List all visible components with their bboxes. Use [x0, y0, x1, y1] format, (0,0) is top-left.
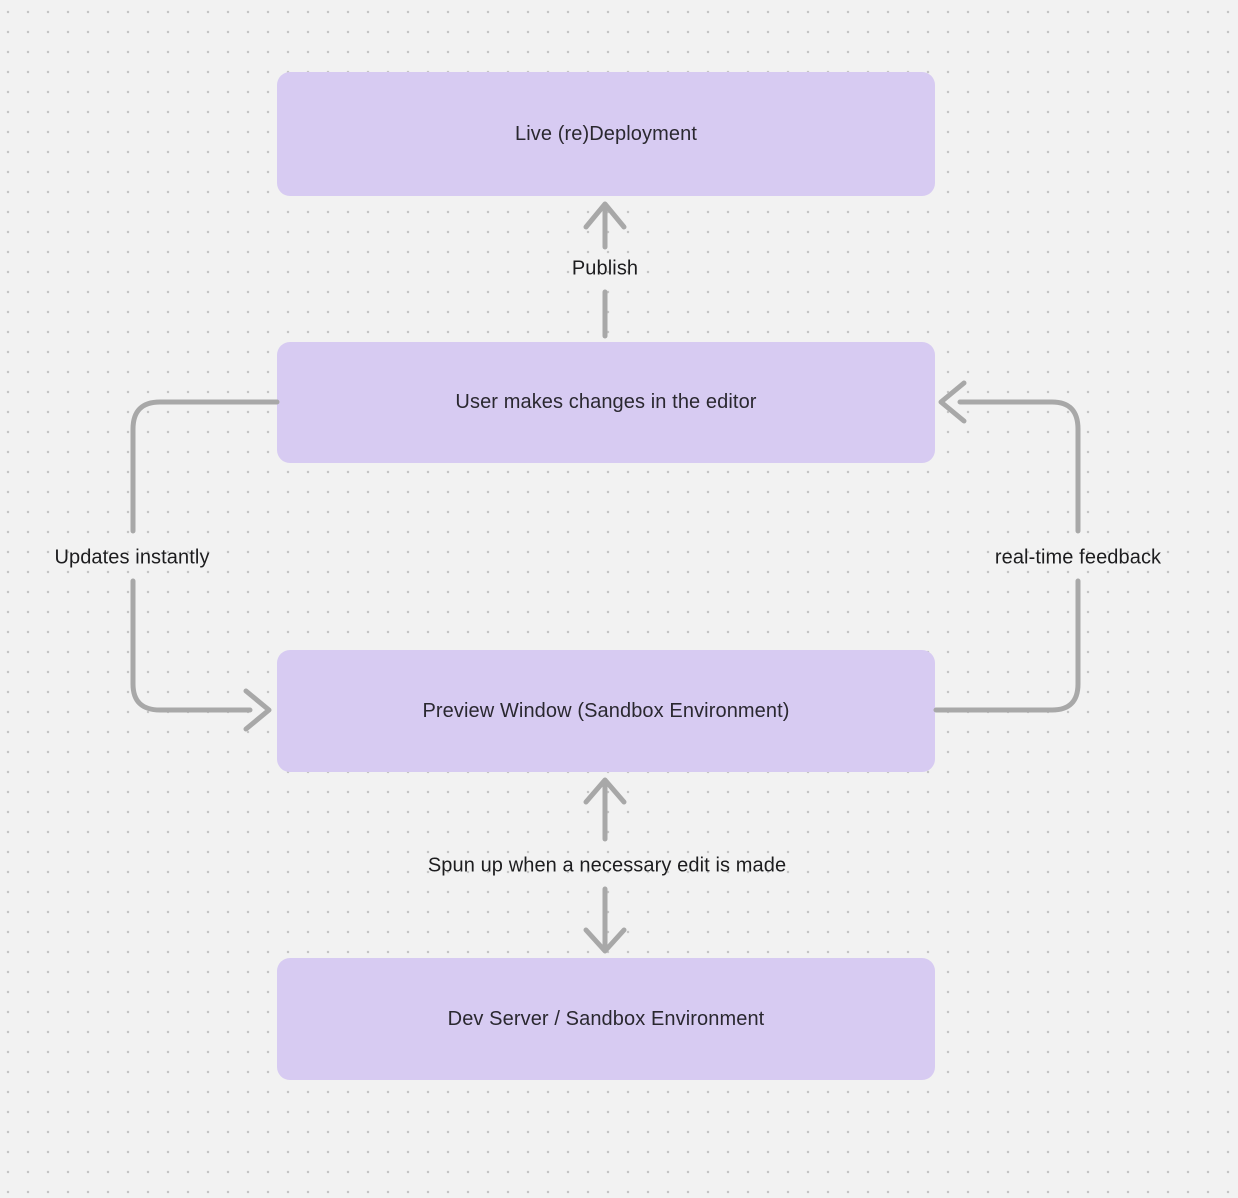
- arrow-shaft: [957, 399, 1081, 534]
- edge-label-spun-up: Spun up when a necessary edit is made: [427, 854, 787, 877]
- node-live-deployment: Live (re)Deployment: [277, 72, 935, 196]
- node-user-editor: User makes changes in the editor: [277, 342, 935, 463]
- arrow-right-icon: [243, 688, 272, 732]
- node-label: Dev Server / Sandbox Environment: [447, 1007, 765, 1030]
- arrow-shaft: [130, 578, 253, 713]
- edge-label-updates-instantly: Updates instantly: [54, 546, 210, 569]
- arrow-shaft: [933, 578, 1081, 713]
- arrow-down-icon: [583, 927, 627, 954]
- node-label: Preview Window (Sandbox Environment): [422, 699, 790, 722]
- arrow-left-icon: [938, 380, 967, 424]
- arrow-up-icon: [583, 777, 627, 805]
- node-preview-window: Preview Window (Sandbox Environment): [277, 650, 935, 772]
- edge-label-publish: Publish: [571, 257, 639, 280]
- arrow-shaft: [130, 399, 280, 534]
- arrow-up-icon: [583, 201, 627, 230]
- node-label: User makes changes in the editor: [455, 391, 757, 413]
- node-label: Live (re)Deployment: [515, 122, 697, 145]
- node-dev-server: Dev Server / Sandbox Environment: [277, 958, 935, 1080]
- edge-label-realtime-feedback: real-time feedback: [994, 546, 1162, 569]
